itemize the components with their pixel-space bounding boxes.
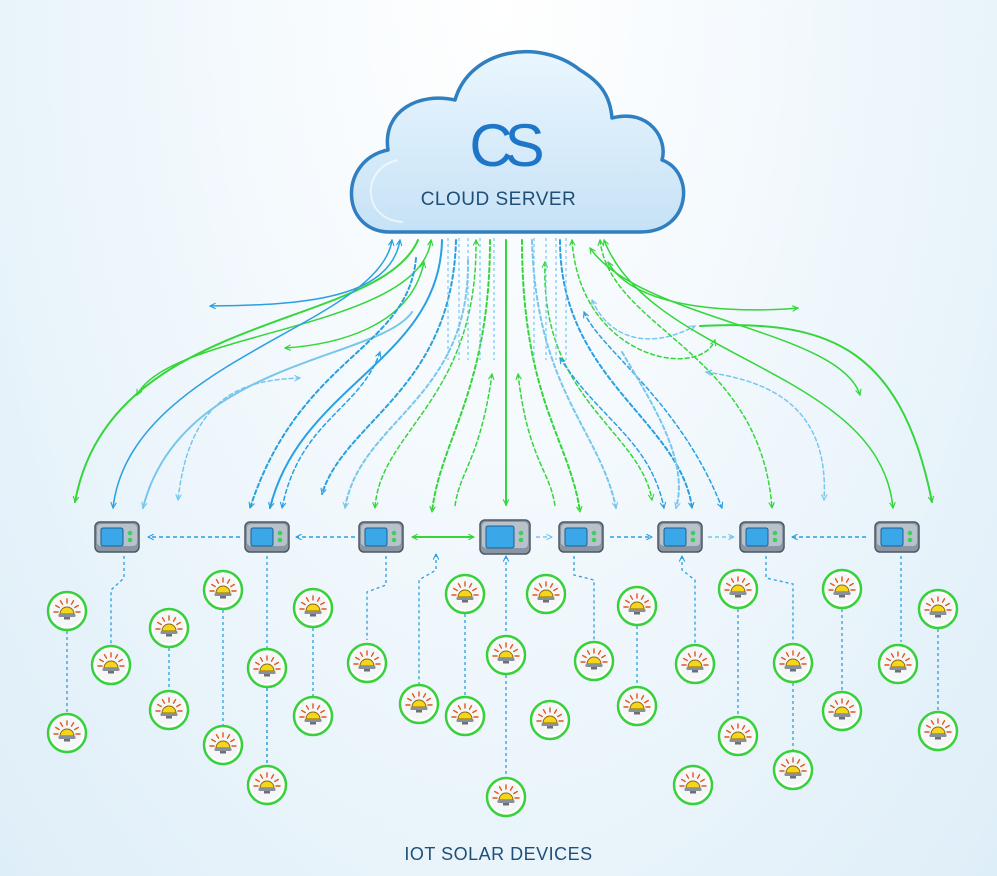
solar-sensor-icon[interactable] — [46, 712, 88, 754]
solar-sensor-icon[interactable] — [877, 643, 919, 685]
data-link-arrow — [584, 312, 722, 508]
solar-sensor-icon[interactable] — [444, 573, 486, 615]
solar-sensor-icon[interactable] — [90, 644, 132, 686]
data-link-arrow — [282, 352, 380, 508]
data-link-arrow — [518, 374, 556, 507]
sensor-link-line — [765, 556, 794, 640]
solar-sensor-icon[interactable] — [246, 647, 288, 689]
solar-sensor-icon[interactable] — [717, 715, 759, 757]
solar-sensor-icon[interactable] — [821, 568, 863, 610]
solar-sensor-icon[interactable] — [246, 764, 288, 806]
cloud-server[interactable]: CS — [349, 50, 686, 234]
solar-sensor-icon[interactable] — [529, 699, 571, 741]
gateway-device-icon[interactable] — [739, 521, 785, 553]
solar-sensor-icon[interactable] — [573, 640, 615, 682]
data-link-arrow — [699, 324, 932, 502]
solar-sensor-icon[interactable] — [917, 588, 959, 630]
cs-logo-icon: CS — [469, 112, 542, 179]
cloud-server-label: CLOUD SERVER — [420, 189, 577, 210]
solar-sensor-icon[interactable] — [772, 642, 814, 684]
solar-sensor-icon[interactable] — [616, 585, 658, 627]
solar-sensor-icon[interactable] — [616, 685, 658, 727]
data-link-arrow — [559, 358, 664, 508]
gateway-device-icon[interactable] — [244, 521, 290, 553]
data-link-arrow — [706, 372, 824, 500]
solar-sensor-icon[interactable] — [485, 634, 527, 676]
data-link-arrow — [604, 240, 893, 508]
solar-sensor-icon[interactable] — [485, 776, 527, 818]
sensor-link-line — [110, 556, 125, 645]
solar-sensor-icon[interactable] — [398, 683, 440, 725]
iot-solar-devices-label: IOT SOLAR DEVICES — [404, 844, 593, 864]
data-link-arrow — [621, 351, 679, 508]
solar-sensor-icon[interactable] — [772, 749, 814, 791]
gateway-device-icon[interactable] — [358, 521, 404, 553]
sensor-link-line — [366, 556, 387, 640]
data-link-arrow — [209, 240, 400, 306]
sensor-links — [66, 554, 939, 777]
solar-sensor-icon[interactable] — [148, 607, 190, 649]
solar-sensor-icon[interactable] — [346, 642, 388, 684]
sensor-link-line — [682, 556, 696, 643]
solar-sensor-icon[interactable] — [672, 764, 714, 806]
solar-sensor-icon[interactable] — [674, 643, 716, 685]
solar-sensor-icon[interactable] — [202, 569, 244, 611]
solar-sensor-icon[interactable] — [821, 690, 863, 732]
data-link-arrow — [375, 239, 476, 508]
solar-sensor-icon[interactable] — [292, 587, 334, 629]
gateway-device-icon[interactable] — [874, 521, 920, 553]
data-link-arrow — [600, 240, 772, 508]
solar-sensor-icon[interactable] — [444, 695, 486, 737]
cloud-shape — [349, 50, 686, 234]
solar-sensor-icon[interactable] — [717, 568, 759, 610]
gateway-row — [94, 519, 920, 555]
data-links — [75, 238, 932, 512]
solar-sensor-icon[interactable] — [525, 573, 567, 615]
sensor-link-line — [573, 556, 595, 640]
gateway-device-icon[interactable] — [479, 519, 531, 555]
data-link-arrow — [572, 240, 715, 360]
solar-sensor-icon[interactable] — [917, 710, 959, 752]
data-link-arrow — [113, 240, 392, 508]
data-link-arrow — [143, 311, 413, 508]
data-link-arrow — [592, 300, 695, 340]
solar-sensor-icon[interactable] — [46, 590, 88, 632]
solar-sensor-icon[interactable] — [148, 689, 190, 731]
gateway-device-icon[interactable] — [94, 521, 140, 553]
data-link-arrow — [432, 239, 491, 512]
sensor-link-line — [418, 554, 436, 685]
sensor-field — [46, 568, 959, 818]
solar-sensor-icon[interactable] — [292, 695, 334, 737]
data-link-arrow — [454, 374, 492, 507]
gateway-device-icon[interactable] — [558, 521, 604, 553]
gateway-device-icon[interactable] — [657, 521, 703, 553]
data-link-arrow — [589, 248, 860, 395]
solar-sensor-icon[interactable] — [202, 724, 244, 766]
data-link-arrow — [178, 378, 300, 500]
